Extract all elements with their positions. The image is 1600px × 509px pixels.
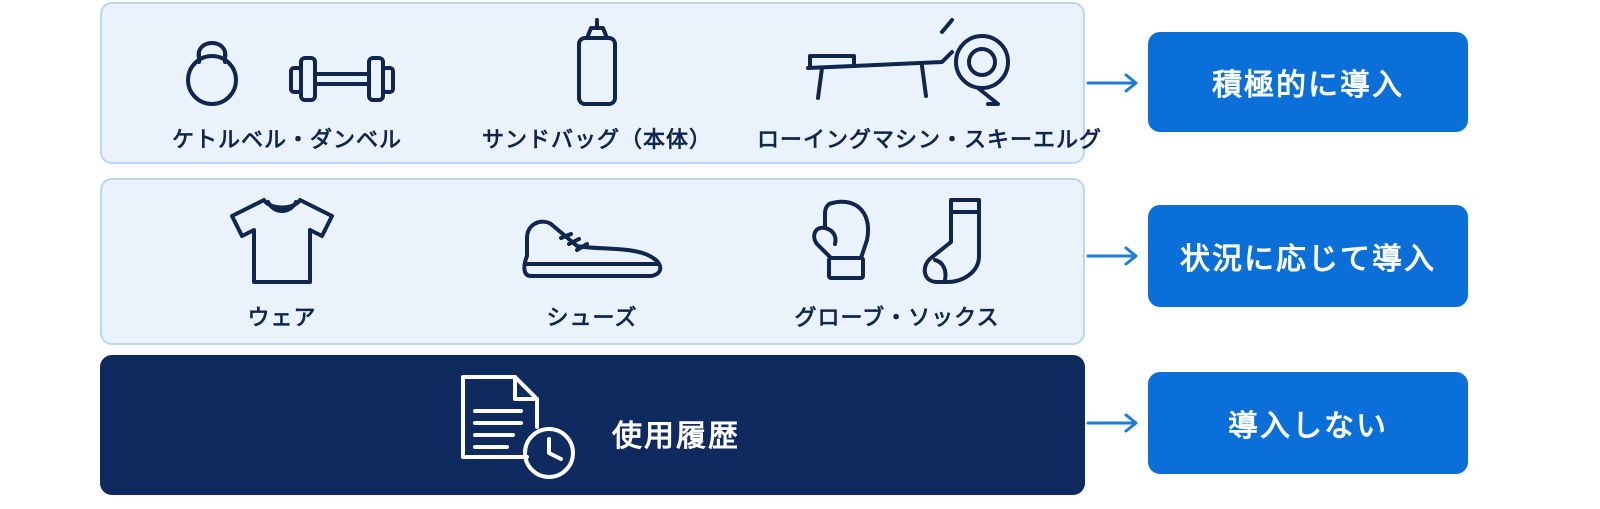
action-box-adopt-as-needed: 状況に応じて導入 bbox=[1148, 205, 1468, 307]
item-wear: ウェア bbox=[162, 194, 402, 332]
item-label: ケトルベル・ダンベル bbox=[171, 128, 402, 153]
sock-icon bbox=[922, 198, 981, 284]
sandbag-icon bbox=[577, 18, 617, 106]
arrow-right-icon bbox=[1086, 246, 1138, 266]
dumbbell-icon bbox=[289, 56, 395, 102]
arrow-right-icon bbox=[1086, 73, 1138, 93]
arrow-right-icon bbox=[1086, 413, 1138, 433]
item-label: シューズ bbox=[546, 306, 638, 331]
boxing-glove-icon bbox=[812, 199, 871, 280]
document-clock-icon bbox=[461, 375, 575, 479]
kettlebell-icon bbox=[186, 41, 238, 106]
item-shoes: シューズ bbox=[472, 194, 712, 332]
category-row-actively-adopt: ケトルベル・ダンベル サンドバッグ（本体） ローイングマシン・スキーエルグ bbox=[100, 2, 1103, 164]
category-row-do-not-adopt: 使用履歴 bbox=[100, 355, 1085, 495]
action-box-do-not-adopt: 導入しない bbox=[1148, 372, 1468, 474]
item-rowing-ski-erg: ローイングマシン・スキーエルグ bbox=[757, 16, 1103, 154]
tshirt-icon bbox=[230, 198, 334, 284]
rowing-machine-icon bbox=[806, 18, 1010, 106]
item-label: グローブ・ソックス bbox=[794, 306, 1000, 331]
shoe-icon bbox=[522, 219, 663, 278]
category-row-adopt-as-needed: ウェア シューズ グローブ・ソックス bbox=[100, 178, 1085, 345]
item-gloves-socks: グローブ・ソックス bbox=[772, 194, 1022, 332]
item-label: ローイングマシン・スキーエルグ bbox=[757, 128, 1103, 153]
item-sandbag: サンドバッグ（本体） bbox=[467, 16, 727, 154]
item-label: サンドバッグ（本体） bbox=[481, 128, 712, 153]
item-label: 使用履歴 bbox=[612, 419, 740, 454]
item-kettlebell-dumbbell: ケトルベル・ダンベル bbox=[157, 16, 417, 154]
action-box-actively-adopt: 積極的に導入 bbox=[1148, 32, 1468, 132]
item-label: ウェア bbox=[247, 306, 317, 331]
